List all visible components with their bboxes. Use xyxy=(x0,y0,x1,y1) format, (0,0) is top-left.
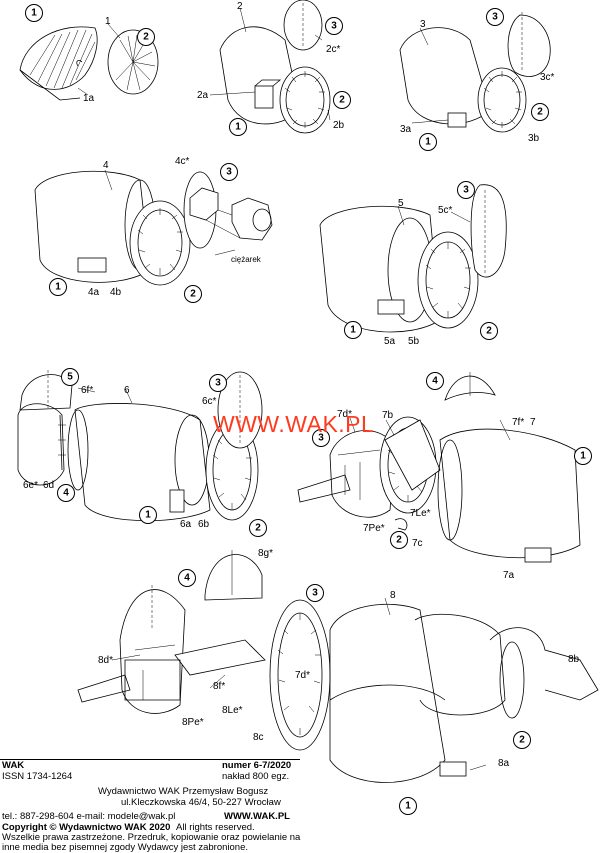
step-6-circle-5: 5 xyxy=(67,372,73,383)
label-7b: 7b xyxy=(382,410,394,421)
label-7f: 7f* xyxy=(512,417,524,428)
step-3-circle-2: 2 xyxy=(537,107,543,118)
label-7le: 7Le* xyxy=(410,508,431,519)
label-8c: 8c xyxy=(253,732,264,743)
footer-divider xyxy=(0,759,300,760)
label-8g: 8g* xyxy=(258,548,273,559)
label-7d: 7d* xyxy=(337,409,352,420)
step-4-circle-1: 1 xyxy=(55,282,61,293)
step-2-figure xyxy=(209,0,331,134)
footer-publisher: Wydawnictwo WAK Przemysław Bogusz xyxy=(98,786,269,797)
step-5-circle-3: 3 xyxy=(463,185,469,196)
footer-website-link[interactable]: WWW.WAK.PL xyxy=(224,811,290,822)
label-8d: 8d* xyxy=(98,655,113,666)
label-2a: 2a xyxy=(197,90,209,101)
label-2: 2 xyxy=(237,1,243,12)
step-5-circle-2: 2 xyxy=(486,326,492,337)
label-8le: 8Le* xyxy=(222,705,243,716)
step-7-circle-1: 1 xyxy=(580,451,586,462)
footer-notice-line-2: inne media bez pisemnej zgody Wydawcy je… xyxy=(2,842,248,853)
label-3a: 3a xyxy=(400,124,412,135)
label-4: 4 xyxy=(103,160,109,171)
step-6-figure xyxy=(17,370,263,522)
label-5a: 5a xyxy=(384,336,396,347)
label-4a: 4a xyxy=(88,287,100,298)
label-6b: 6b xyxy=(198,519,210,530)
footer-notice-line-1: Wszelkie prawa zastrzeżone. Przedruk, ko… xyxy=(2,832,301,843)
label-7a: 7a xyxy=(503,570,515,581)
label-6c: 6c* xyxy=(202,396,217,407)
step-3-circle-1: 1 xyxy=(425,137,431,148)
step-6-circle-4: 4 xyxy=(63,488,69,499)
step-6-circle-3: 3 xyxy=(215,378,221,389)
label-3c: 3c* xyxy=(540,72,555,83)
footer-issue-number: numer 6-7/2020 xyxy=(222,760,292,771)
step-6-circle-1: 1 xyxy=(145,510,151,521)
step-5-circle-1: 1 xyxy=(350,325,356,336)
step-7-circle-3: 3 xyxy=(318,433,324,444)
label-6d: 6d xyxy=(43,480,54,491)
step-3-circle-3: 3 xyxy=(492,12,498,23)
label-4b: 4b xyxy=(110,287,122,298)
label-5b: 5b xyxy=(408,336,420,347)
label-8a: 8a xyxy=(498,758,510,769)
label-8b: 8b xyxy=(568,654,580,665)
footer-copyright: Copyright © Wydawnictwo WAK 2020 xyxy=(2,822,171,833)
step-2-circle-1: 1 xyxy=(235,122,241,133)
label-8: 8 xyxy=(390,590,396,601)
label-2b: 2b xyxy=(333,120,345,131)
footer-address: ul.Kleczkowska 46/4, 50-227 Wrocław xyxy=(121,797,281,808)
footer-wak: WAK xyxy=(2,760,25,771)
label-7pe: 7Pe* xyxy=(363,523,385,534)
label-5c: 5c* xyxy=(438,205,453,216)
label-3: 3 xyxy=(420,19,426,30)
step-1-figure xyxy=(19,23,159,101)
label-8f: 8f* xyxy=(213,681,225,692)
step-8-figure xyxy=(77,550,599,783)
step-1-circle-1: 1 xyxy=(31,8,37,19)
label-6e: 6e* xyxy=(23,480,38,491)
footer-print-run: nakład 800 egz. xyxy=(222,771,290,782)
step-8-circle-4: 4 xyxy=(184,573,190,584)
label-7c: 7c xyxy=(412,538,423,549)
step-7-circle-2: 2 xyxy=(396,535,402,546)
step-4-circle-2: 2 xyxy=(190,289,196,300)
step-6-circle-2: 2 xyxy=(255,523,261,534)
step-4-circle-3: 3 xyxy=(226,167,232,178)
label-5: 5 xyxy=(398,198,404,209)
label-7: 7 xyxy=(530,417,536,428)
step-4-figure xyxy=(34,169,273,286)
label-6f: 6f* xyxy=(81,385,93,396)
footer-rights: All rights reserved. xyxy=(176,822,255,833)
footer-contact: tel.: 887-298-604 e-mail: modele@wak.pl xyxy=(2,811,176,822)
label-ciezarek: ciężarek xyxy=(231,255,262,264)
publisher-footer: WAK ISSN 1734-1264 numer 6-7/2020 nakład… xyxy=(0,760,600,853)
step-8-circle-1: 1 xyxy=(405,801,411,812)
label-7d-small: 7d* xyxy=(295,670,310,681)
label-1a: 1a xyxy=(83,93,95,104)
step-7-figure xyxy=(297,372,581,563)
label-2c: 2c* xyxy=(326,44,341,55)
step-8-circle-3: 3 xyxy=(312,588,318,599)
label-6a: 6a xyxy=(180,519,192,530)
step-1-circle-2: 2 xyxy=(143,32,149,43)
step-3-figure xyxy=(399,12,551,133)
step-2-circle-2: 2 xyxy=(339,95,345,106)
step-7-circle-4: 4 xyxy=(432,376,438,387)
step-8-circle-2: 2 xyxy=(519,735,525,746)
label-4c: 4c* xyxy=(175,156,190,167)
label-1: 1 xyxy=(105,16,111,27)
step-5-figure xyxy=(319,184,507,333)
footer-issn: ISSN 1734-1264 xyxy=(2,771,73,782)
label-6: 6 xyxy=(124,385,130,396)
website-watermark: WWW.WAK.PL xyxy=(213,411,375,437)
label-8pe: 8Pe* xyxy=(182,717,204,728)
step-2-circle-3: 3 xyxy=(331,21,337,32)
label-3b: 3b xyxy=(528,133,540,144)
